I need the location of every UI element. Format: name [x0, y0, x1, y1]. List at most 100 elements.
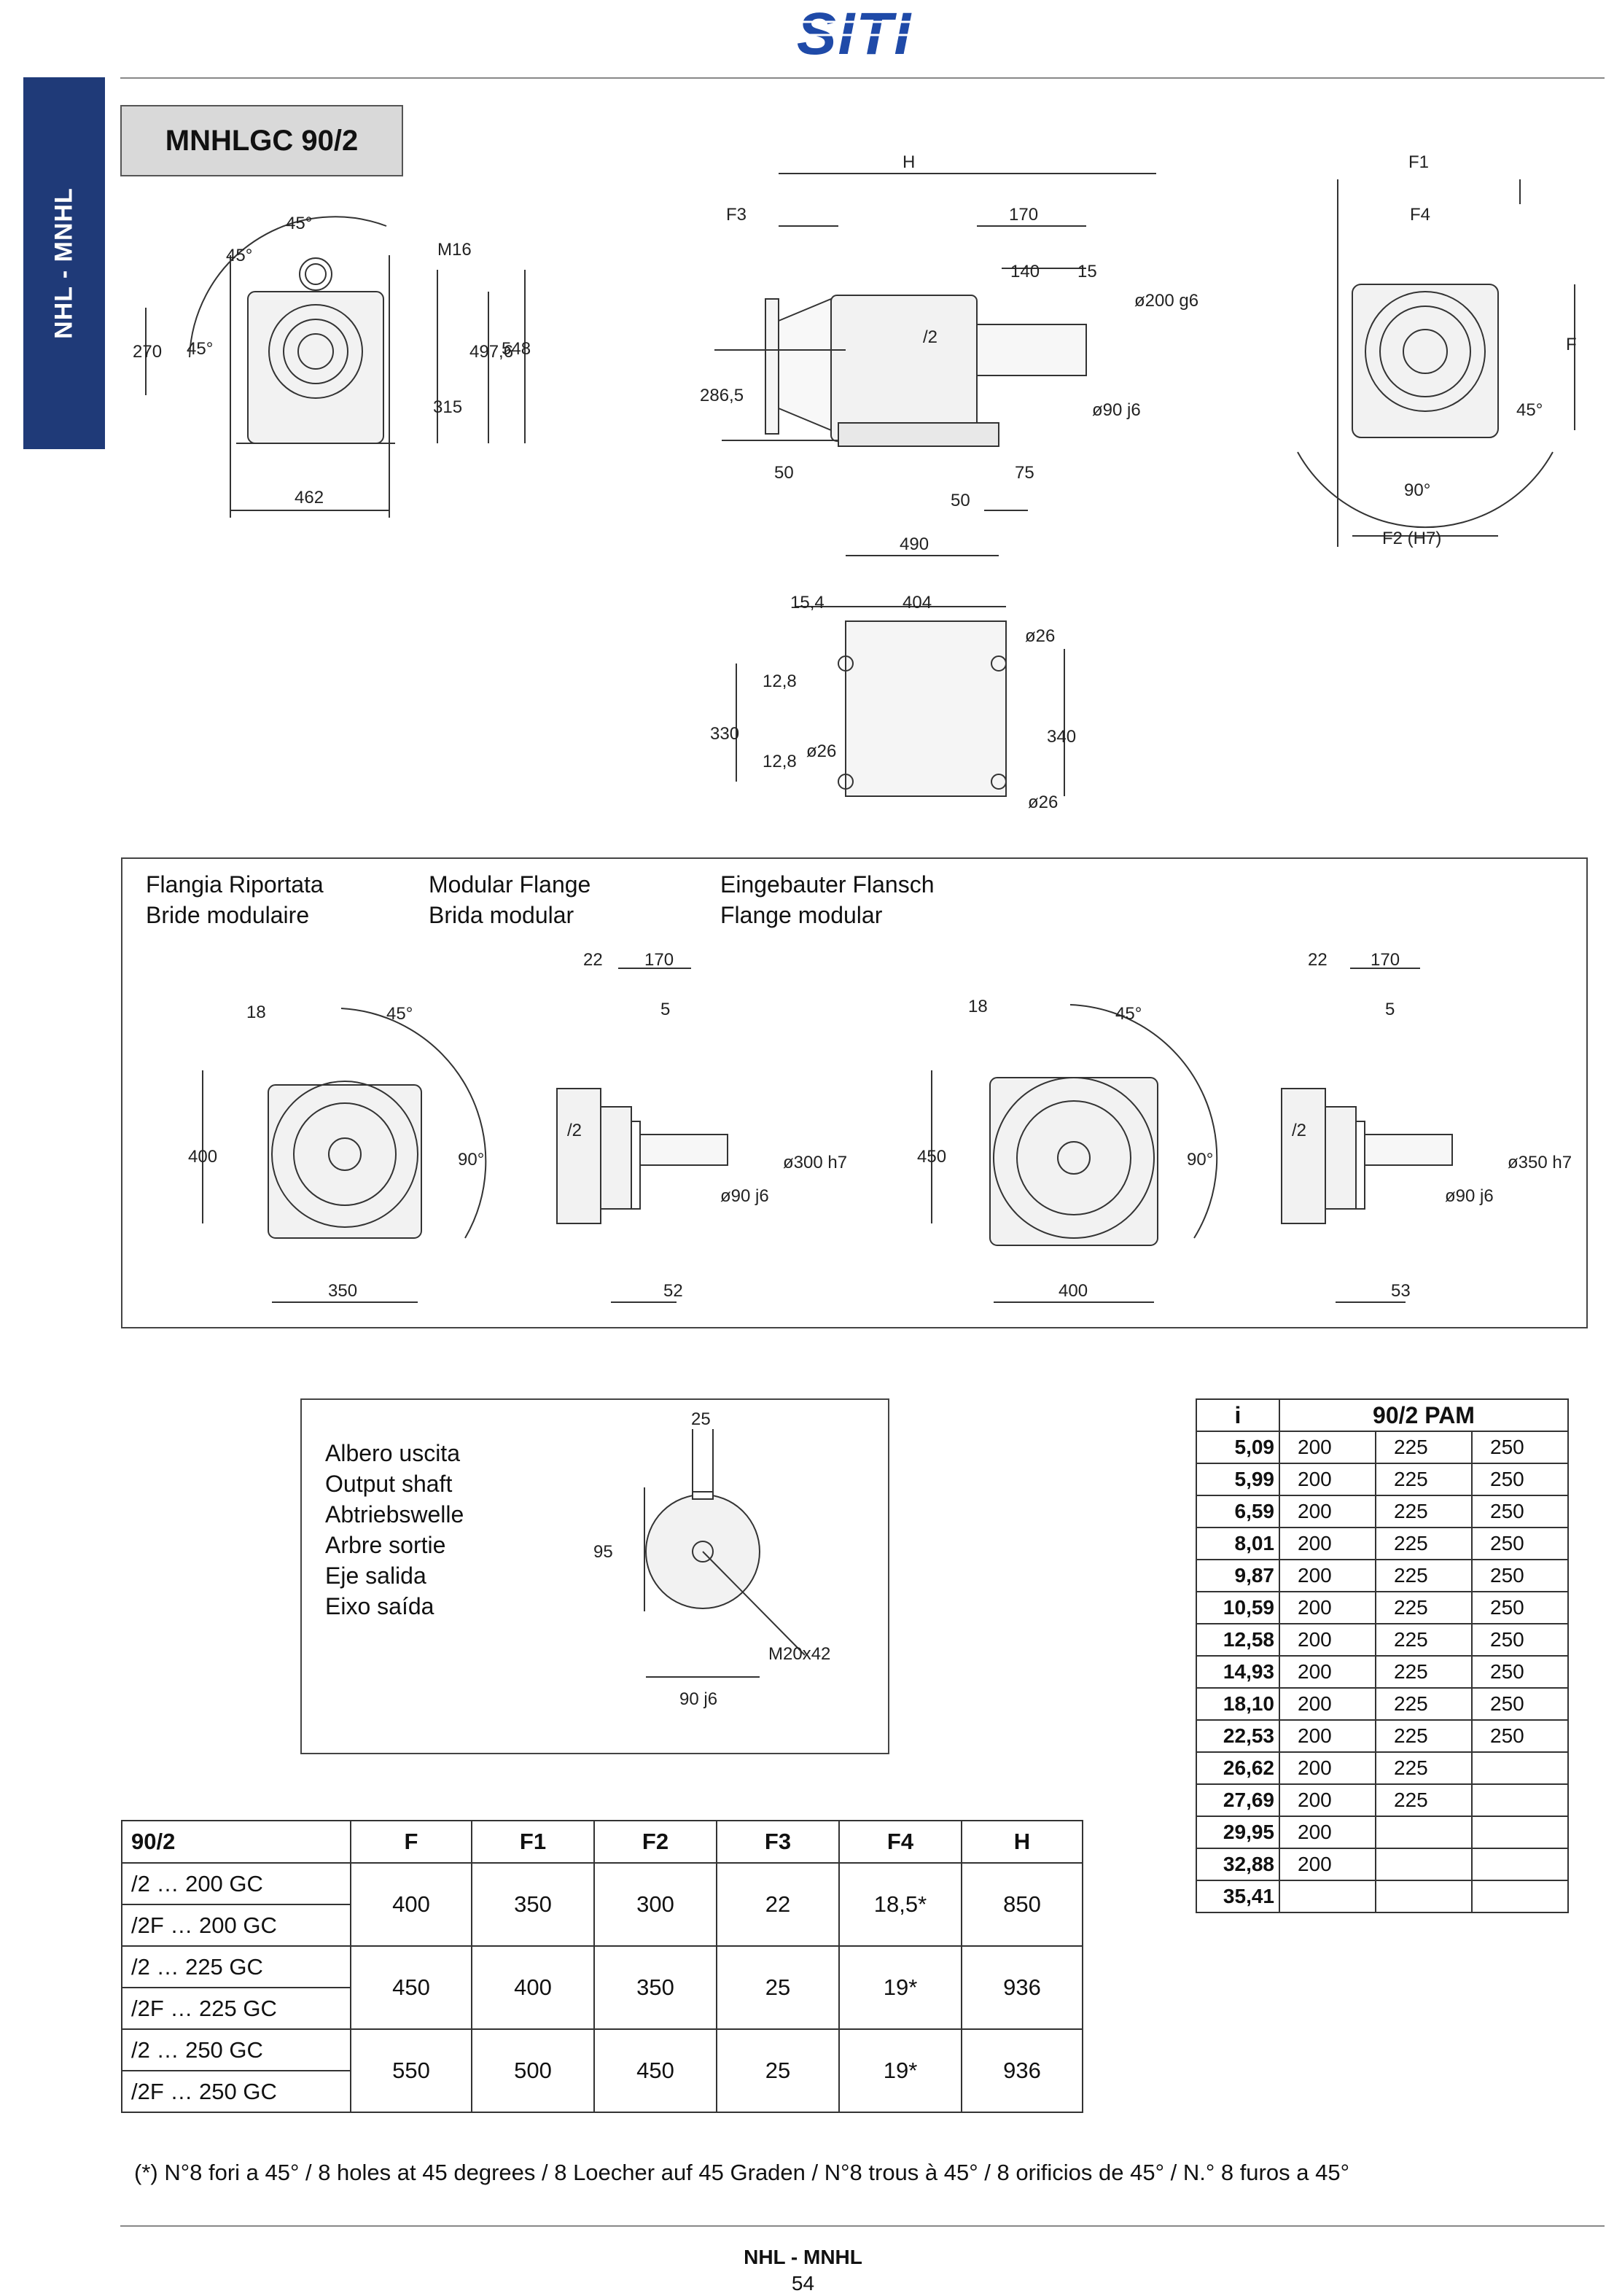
- pam-value: [1471, 1848, 1569, 1881]
- dim-label: 18: [246, 1003, 266, 1022]
- ratio-value: 6,59: [1196, 1495, 1280, 1528]
- dim-label: 25: [691, 1409, 711, 1429]
- table-row: /2F … 250 GC: [121, 2070, 1083, 2113]
- dim-label: 340: [1047, 727, 1076, 747]
- dim-label: 497,6: [469, 342, 513, 362]
- shaft-drawing: 25 95 M20x42 90 j6: [593, 1409, 830, 1709]
- pam-value: [1471, 1880, 1569, 1913]
- side-tab-label: NHL - MNHL: [50, 187, 78, 339]
- table-row: /2F … 225 GC: [121, 1987, 1083, 2030]
- siti-logo: SITI: [789, 0, 920, 61]
- variant-label: /2F … 200 GC: [121, 1904, 351, 1947]
- pam-value: [1471, 1783, 1569, 1817]
- ratio-table-head-pam: 90/2 PAM: [1279, 1398, 1569, 1432]
- dim-value: 936: [961, 1945, 1083, 2030]
- dim-label: F3: [726, 205, 747, 225]
- footnote: (*) N°8 fori a 45° / 8 holes at 45 degre…: [134, 2160, 1349, 2185]
- pam-value: 250: [1471, 1687, 1569, 1721]
- flange-label: Modular Flange: [429, 871, 591, 898]
- pam-value: 250: [1471, 1527, 1569, 1560]
- dim-label: 400: [1059, 1281, 1088, 1301]
- dim-value: 450: [593, 2028, 717, 2113]
- dim-value: 19*: [838, 2028, 962, 2113]
- ratio-value: 10,59: [1196, 1591, 1280, 1624]
- dim-table-header: F: [350, 1820, 472, 1864]
- ratio-value: 18,10: [1196, 1687, 1280, 1721]
- front-view: [145, 216, 526, 518]
- ratio-value: 5,99: [1196, 1463, 1280, 1496]
- dim-label: F: [1566, 335, 1577, 354]
- shaft-label: Output shaft: [325, 1471, 453, 1497]
- pam-value: 225: [1375, 1655, 1473, 1689]
- dim-table-header: F4: [838, 1820, 962, 1864]
- table-row: /2 … 225 GC 450 400 350 25 19* 936: [121, 1945, 1083, 2030]
- pam-value: [1471, 1816, 1569, 1849]
- dim-label: F4: [1410, 205, 1430, 225]
- shaft-label: Albero uscita: [325, 1440, 460, 1466]
- pam-value: 200: [1279, 1783, 1376, 1817]
- pam-value: 200: [1279, 1655, 1376, 1689]
- footer-series: NHL - MNHL: [744, 2246, 862, 2268]
- shaft-label: Arbre sortie: [325, 1532, 446, 1558]
- variant-label: /2 … 225 GC: [121, 1945, 351, 1988]
- pam-value: 200: [1279, 1816, 1376, 1849]
- dim-value: 450: [350, 1945, 472, 2030]
- dim-label: ø90 j6: [1445, 1186, 1494, 1206]
- model-title: MNHLGC 90/2: [120, 105, 403, 176]
- dim-label: 450: [917, 1147, 946, 1167]
- shaft-label: Eje salida: [325, 1563, 426, 1589]
- pam-value: 225: [1375, 1431, 1473, 1464]
- dim-label: 95: [593, 1542, 613, 1562]
- pam-value: 250: [1471, 1431, 1569, 1464]
- dim-label: 22: [583, 950, 603, 970]
- ratio-value: 9,87: [1196, 1559, 1280, 1592]
- dim-label: 548: [502, 339, 531, 359]
- variant-label: /2 … 200 GC: [121, 1862, 351, 1905]
- dim-label: 45°: [1115, 1004, 1142, 1024]
- ratio-value: 26,62: [1196, 1751, 1280, 1785]
- table-row: /2F … 200 GC: [121, 1904, 1083, 1947]
- pam-value: [1375, 1848, 1473, 1881]
- pam-value: 200: [1279, 1751, 1376, 1785]
- dim-value: 300: [593, 1862, 717, 1947]
- dim-label: ø90 j6: [1092, 400, 1141, 420]
- dim-label: 404: [903, 593, 932, 612]
- ratio-value: 27,69: [1196, 1783, 1280, 1817]
- shaft-label: Eixo saída: [325, 1593, 434, 1619]
- dim-label: ø26: [806, 742, 836, 761]
- dim-label: 15,4: [790, 593, 825, 612]
- table-row: /2 … 250 GC 550 500 450 25 19* 936: [121, 2028, 1083, 2113]
- flange-label: Brida modular: [429, 902, 574, 928]
- side-tab: NHL - MNHL: [23, 77, 105, 449]
- dim-label: 90°: [1404, 480, 1430, 500]
- dim-label: 45°: [1516, 400, 1543, 420]
- dim-label: 53: [1391, 1281, 1411, 1301]
- dim-label: 50: [774, 463, 794, 483]
- dim-label: 90°: [458, 1150, 484, 1170]
- pam-value: 200: [1279, 1463, 1376, 1496]
- header-rule: [120, 77, 1605, 79]
- ratio-value: 12,58: [1196, 1623, 1280, 1657]
- dim-table-header: H: [961, 1820, 1083, 1864]
- pam-value: 200: [1279, 1591, 1376, 1624]
- dim-value: 500: [471, 2028, 595, 2113]
- dim-label: M16: [437, 240, 472, 260]
- pam-value: 225: [1375, 1719, 1473, 1753]
- pam-value: 250: [1471, 1559, 1569, 1592]
- pam-value: 225: [1375, 1591, 1473, 1624]
- dim-table-header: F3: [716, 1820, 840, 1864]
- dim-label: ø300 h7: [783, 1153, 847, 1172]
- pam-value: 250: [1471, 1463, 1569, 1496]
- pam-value: 225: [1375, 1495, 1473, 1528]
- pam-value: 250: [1471, 1655, 1569, 1689]
- dim-value: 25: [716, 2028, 840, 2113]
